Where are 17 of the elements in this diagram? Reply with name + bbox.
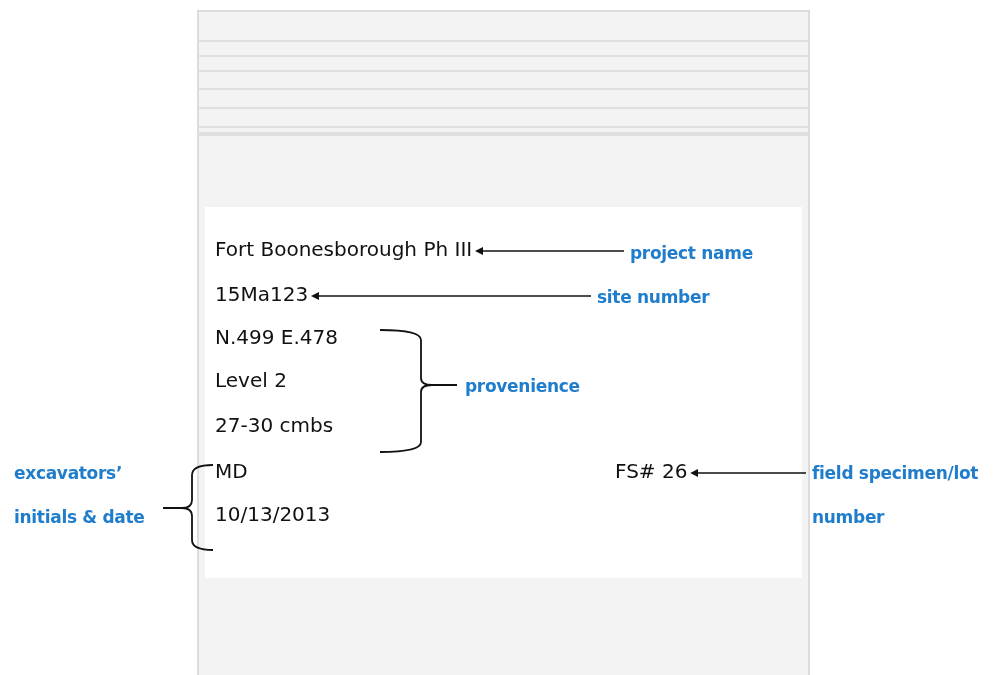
handwritten-text: N.499 E.478 [215, 325, 339, 349]
arrow [690, 469, 807, 477]
callout-label: project name [630, 231, 780, 275]
callout-label: field specimen/lot number [812, 451, 1008, 539]
arrow [475, 247, 625, 255]
handwritten-text: MD [215, 459, 248, 483]
callout-label: provenience [465, 375, 581, 398]
callout-label: site number [597, 275, 737, 319]
handwritten-text: 10/13/2013 [215, 502, 331, 526]
handwritten-text: 27-30 cmbs [215, 413, 334, 437]
handwritten-text: Fort Boonesborough Ph III [215, 237, 473, 261]
label-card [205, 207, 802, 578]
handwritten-text: 15Ma123 [215, 282, 309, 306]
callout-label: excavators’ initials & date [14, 462, 146, 529]
arrow [310, 292, 592, 300]
handwritten-text: Level 2 [215, 368, 287, 392]
handwritten-text: FS# 26 [615, 459, 688, 483]
